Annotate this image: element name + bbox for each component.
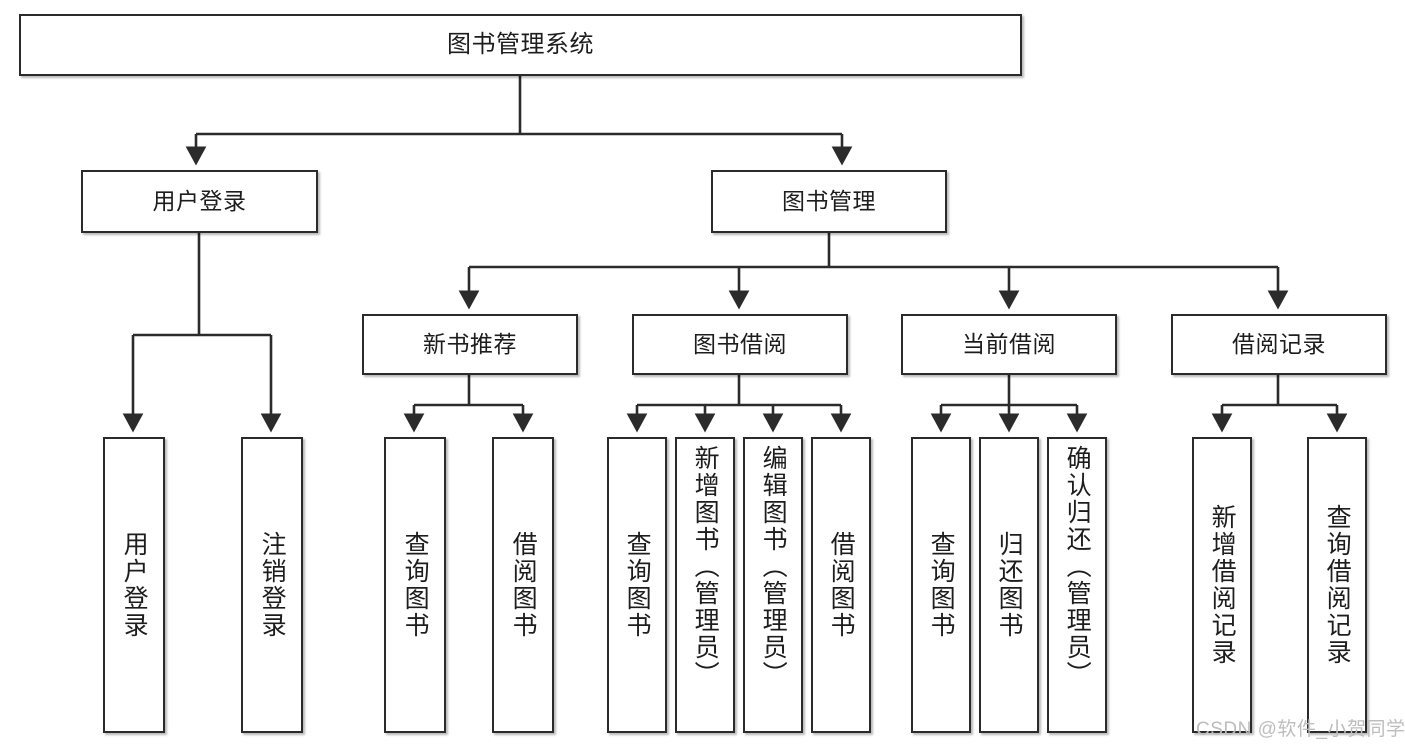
node-leaf-query-book-2[interactable]: 查询图书 — [607, 437, 667, 733]
watermark: CSDN @软件_小贺同学 — [1196, 719, 1405, 740]
node-leaf-query-book-3[interactable]: 查询图书 — [911, 437, 971, 733]
node-leaf-add-record[interactable]: 新增借阅记录 — [1192, 437, 1252, 733]
node-leaf-edit-book-label: 编辑图书（管理员） — [759, 445, 788, 688]
node-borrow-record-label: 借阅记录 — [1232, 330, 1326, 357]
node-current-borrow-label: 当前借阅 — [962, 330, 1056, 357]
node-leaf-add-record-label: 新增借阅记录 — [1208, 504, 1237, 666]
node-leaf-add-book-label: 新增图书（管理员） — [691, 445, 720, 688]
node-root-label: 图书管理系统 — [447, 30, 594, 58]
node-new-book-recommend-label: 新书推荐 — [423, 330, 517, 357]
node-new-book-recommend[interactable]: 新书推荐 — [362, 314, 578, 375]
node-leaf-return-book[interactable]: 归还图书 — [979, 437, 1039, 733]
node-user-login[interactable]: 用户登录 — [81, 170, 318, 233]
node-leaf-return-book-label: 归还图书 — [995, 531, 1024, 639]
node-leaf-query-book-1-label: 查询图书 — [401, 531, 430, 639]
node-book-manage[interactable]: 图书管理 — [711, 170, 947, 233]
node-leaf-user-login[interactable]: 用户登录 — [103, 437, 165, 733]
node-leaf-borrow-book-1-label: 借阅图书 — [509, 531, 538, 639]
node-leaf-user-logout[interactable]: 注销登录 — [241, 437, 303, 733]
node-user-login-label: 用户登录 — [152, 187, 247, 214]
node-leaf-borrow-book-2[interactable]: 借阅图书 — [811, 437, 871, 733]
node-leaf-query-record-label: 查询借阅记录 — [1323, 504, 1352, 666]
node-leaf-confirm-return-label: 确认归还（管理员） — [1063, 445, 1092, 688]
node-root[interactable]: 图书管理系统 — [19, 14, 1022, 76]
node-leaf-user-login-label: 用户登录 — [120, 531, 149, 639]
node-leaf-query-record[interactable]: 查询借阅记录 — [1307, 437, 1367, 733]
node-book-borrow-label: 图书借阅 — [693, 330, 787, 357]
node-leaf-borrow-book-1[interactable]: 借阅图书 — [492, 437, 554, 733]
node-leaf-edit-book[interactable]: 编辑图书（管理员） — [743, 437, 803, 733]
node-leaf-query-book-1[interactable]: 查询图书 — [384, 437, 446, 733]
node-leaf-confirm-return[interactable]: 确认归还（管理员） — [1047, 437, 1107, 733]
node-leaf-query-book-2-label: 查询图书 — [623, 531, 652, 639]
node-book-manage-label: 图书管理 — [782, 187, 876, 214]
node-leaf-borrow-book-2-label: 借阅图书 — [827, 531, 856, 639]
node-book-borrow[interactable]: 图书借阅 — [632, 314, 848, 375]
node-borrow-record[interactable]: 借阅记录 — [1171, 314, 1387, 375]
node-current-borrow[interactable]: 当前借阅 — [901, 314, 1117, 375]
node-leaf-query-book-3-label: 查询图书 — [927, 531, 956, 639]
node-leaf-add-book[interactable]: 新增图书（管理员） — [675, 437, 735, 733]
node-leaf-user-logout-label: 注销登录 — [258, 531, 287, 639]
